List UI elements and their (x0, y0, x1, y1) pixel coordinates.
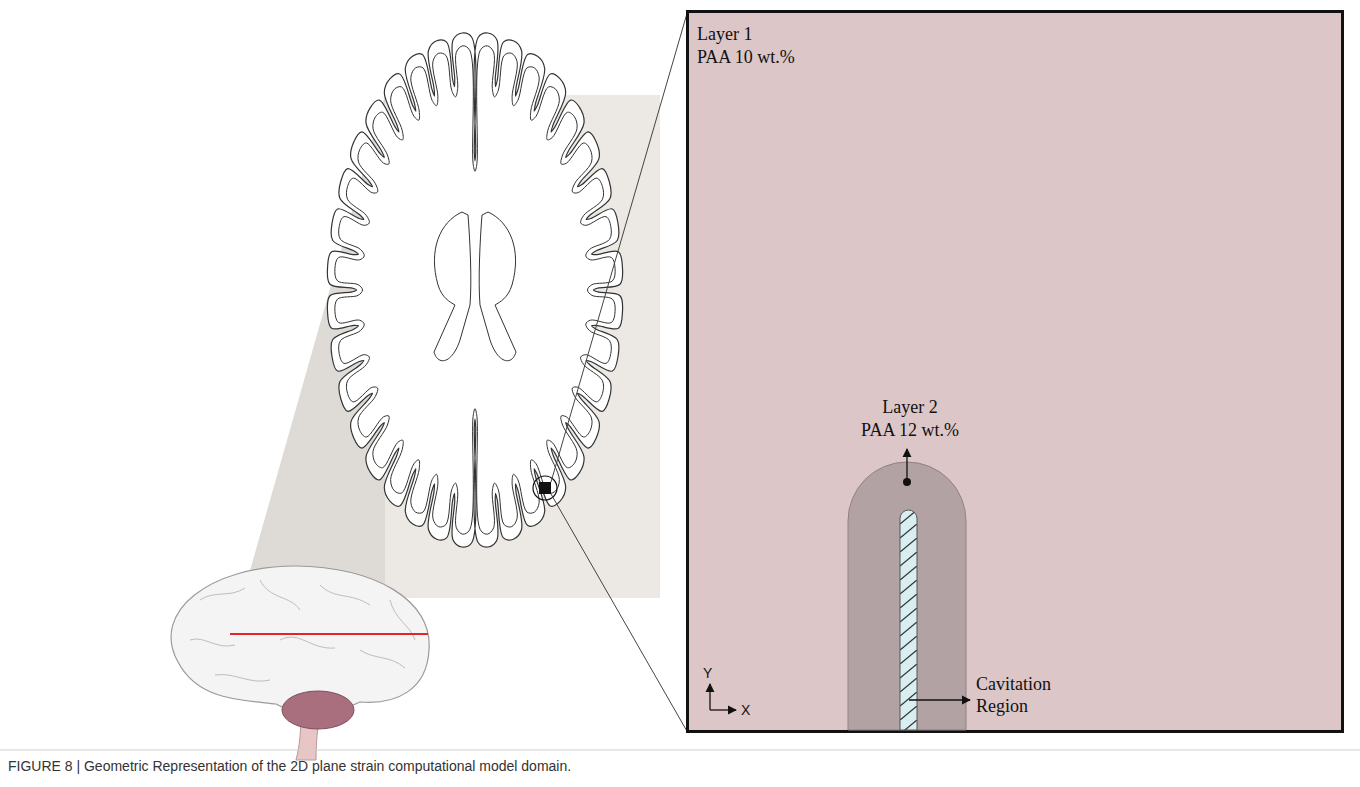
shape (900, 510, 917, 730)
zoom-line (551, 10, 688, 482)
leader-dot (903, 478, 911, 486)
y-axis-arrow (709, 684, 710, 710)
figure-caption: FIGURE 8 | Geometric Representation of t… (8, 758, 571, 774)
region-label: PAA 10 wt.% (697, 46, 795, 68)
layer-2-shape (848, 462, 966, 730)
leader-arrow (906, 449, 907, 482)
region-label: Layer 1 (697, 23, 752, 45)
zoom-circle (533, 476, 557, 500)
ventricle (479, 212, 516, 361)
axis-label: Y (703, 665, 712, 681)
x-axis-arrow (710, 709, 736, 710)
zoom-square (539, 482, 551, 494)
region-label: Layer 2 (882, 396, 937, 418)
section-line (230, 633, 428, 635)
rule (0, 750, 1360, 751)
model-domain: Cavitation RegionLayer 2PAA 12 wt.%Layer… (686, 10, 1344, 733)
shape (689, 13, 1347, 736)
white-matter-outline (335, 46, 615, 534)
cavitation-slot: Cavitation Region (900, 510, 917, 730)
region-label: Cavitation Region (976, 673, 1058, 717)
layer-2-region: Cavitation RegionLayer 2PAA 12 wt.% (848, 462, 966, 730)
ventricle (434, 212, 471, 361)
sulci (190, 580, 415, 681)
brain-slice (327, 33, 622, 547)
zoom-line (551, 494, 688, 733)
cerebellum (282, 691, 354, 729)
axis-label: X (741, 702, 750, 718)
brain-side-view (171, 566, 429, 760)
cavitation-shape (900, 510, 917, 730)
cerebrum (171, 566, 429, 714)
region-label: PAA 12 wt.% (861, 419, 959, 441)
leader-arrow (909, 699, 970, 700)
cortex-outline (327, 33, 622, 547)
